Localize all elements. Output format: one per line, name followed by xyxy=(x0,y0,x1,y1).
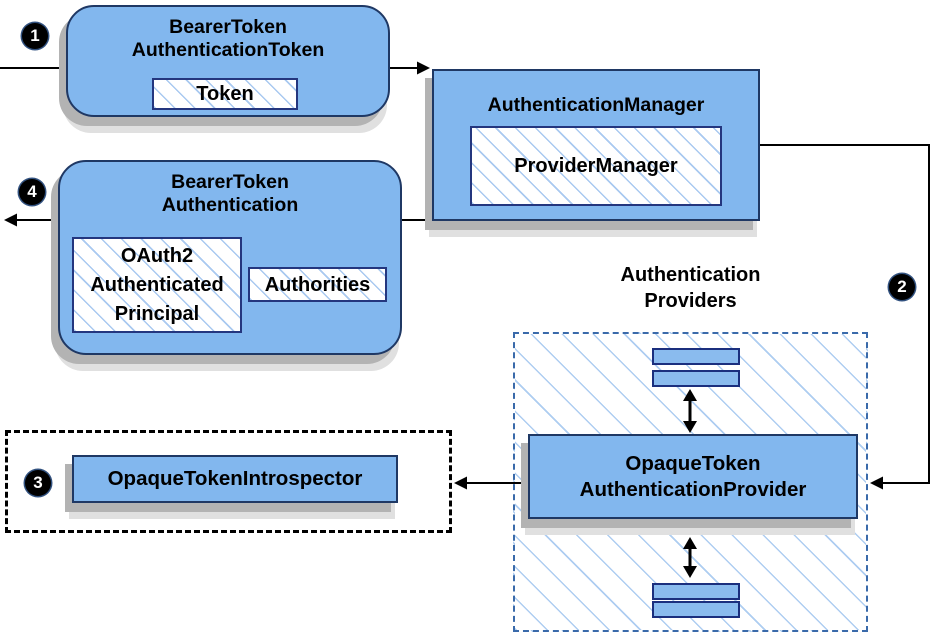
step-1-badge: 1 xyxy=(22,23,48,49)
provider-stack-top-2-icon xyxy=(652,370,740,387)
provider-stack-bottom-2-icon xyxy=(652,601,740,618)
provider-stack-top-1-icon xyxy=(652,348,740,365)
provider-manager-chip-label: ProviderManager xyxy=(514,155,678,177)
provider-stack-bottom-1-icon xyxy=(652,583,740,600)
authorities-chip-label: Authorities xyxy=(264,273,371,296)
step-4-badge: 4 xyxy=(19,179,45,205)
step-2-number: 2 xyxy=(897,277,907,296)
step-3-number: 3 xyxy=(33,473,43,492)
opaque-token-introspector-label: OpaqueTokenIntrospector xyxy=(107,467,363,490)
arrowhead-step4-icon xyxy=(4,213,17,227)
authorities-chip: Authorities xyxy=(248,267,387,302)
token-chip: Token xyxy=(152,78,298,110)
provider-manager-chip: ProviderManager xyxy=(470,126,722,206)
step-2-badge: 2 xyxy=(889,274,915,300)
authentication-manager-label: AuthenticationManager xyxy=(487,94,705,116)
opaque-token-authentication-provider-label: OpaqueToken AuthenticationProvider xyxy=(579,451,807,501)
opaque-token-introspector-box: OpaqueTokenIntrospector xyxy=(72,455,398,503)
oauth2-authenticated-principal-chip: OAuth2 Authenticated Principal xyxy=(72,237,242,333)
token-chip-label: Token xyxy=(196,83,254,105)
oauth2-authenticated-principal-label: OAuth2 Authenticated Principal xyxy=(90,244,224,325)
bearer-token-authentication-token-label: BearerToken AuthenticationToken xyxy=(131,16,325,61)
arrowhead-step2-icon xyxy=(870,476,883,490)
step-1-number: 1 xyxy=(30,26,40,45)
step-4-number: 4 xyxy=(27,182,37,201)
arrowhead-step3-icon xyxy=(454,476,467,490)
step-3-badge: 3 xyxy=(25,470,51,496)
authentication-providers-title: Authentication Providers xyxy=(620,264,761,312)
arrowhead-step1-icon xyxy=(417,61,430,75)
opaque-token-authentication-provider-box: OpaqueToken AuthenticationProvider xyxy=(528,434,858,519)
bearer-token-authentication-label: BearerToken Authentication xyxy=(161,171,299,216)
